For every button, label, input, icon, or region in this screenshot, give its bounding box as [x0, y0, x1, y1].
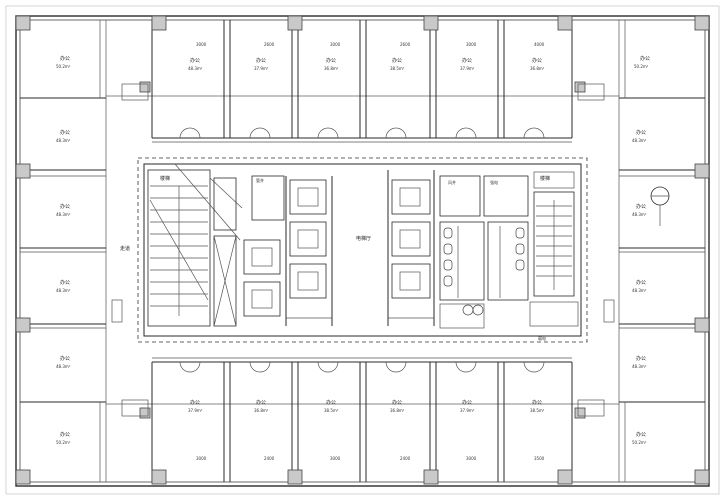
left-stair	[147, 163, 243, 327]
area-label: 36.8m²	[530, 66, 545, 71]
area-label: 37.9m²	[254, 66, 269, 71]
area-label: 36.8m²	[324, 66, 339, 71]
room-label: 办公	[640, 55, 650, 62]
shaft-label: 强电	[490, 179, 498, 185]
core-dashed-boundary	[137, 157, 588, 343]
stair-label: 楼梯	[160, 175, 170, 182]
room-label: 办公	[532, 57, 542, 64]
dimension-label: 3000	[466, 42, 477, 47]
exterior-wall-inner	[19, 19, 706, 483]
top-doors	[179, 127, 545, 139]
area-label: 37.9m²	[188, 408, 203, 413]
dimension-label: 4000	[534, 42, 545, 47]
area-label: 50.2m²	[56, 440, 71, 445]
core-outline	[143, 163, 582, 337]
area-labels: 48.3m² 37.9m² 36.8m² 38.5m² 37.9m² 36.8m…	[56, 64, 649, 445]
bottom-room-partitions	[151, 357, 573, 482]
drawing-border	[5, 5, 720, 495]
equipment-symbol	[650, 186, 670, 226]
area-label: 36.8m²	[254, 408, 269, 413]
room-label: 办公	[636, 129, 646, 136]
room-label: 办公	[636, 203, 646, 210]
bottom-doors	[179, 361, 545, 373]
dimension-label: 3500	[534, 456, 545, 461]
room-label: 办公	[326, 399, 336, 406]
room-label: 办公	[636, 355, 646, 362]
right-room-partitions	[619, 20, 705, 482]
shaft-labels: 管井 风井 强电 弱电	[256, 177, 546, 341]
corner-room-walls	[105, 20, 620, 482]
corridor-outline	[105, 95, 620, 405]
room-label: 办公	[256, 399, 266, 406]
exterior-wall-outer	[15, 15, 710, 487]
room-label: 办公	[462, 399, 472, 406]
area-label: 38.5m²	[530, 408, 545, 413]
room-label: 办公	[190, 399, 200, 406]
area-label: 48.3m²	[632, 364, 647, 369]
area-label: 48.3m²	[56, 288, 71, 293]
room-label: 办公	[60, 431, 70, 438]
dimension-label: 2600	[400, 42, 411, 47]
room-labels: 办公 办公 办公 办公 办公 办公 办公 办公 办公 办公 办公 办公 办公 办…	[60, 55, 650, 438]
corridor-openings	[111, 83, 615, 417]
lift-hall-label: 电梯厅	[356, 235, 371, 242]
area-label: 50.2m²	[634, 64, 649, 69]
room-label: 办公	[636, 279, 646, 286]
area-label: 48.3m²	[56, 364, 71, 369]
room-label: 办公	[60, 355, 70, 362]
stair-label: 楼梯	[540, 175, 550, 182]
restroom-fixtures	[443, 226, 525, 316]
shaft-label: 弱电	[538, 335, 546, 341]
dimension-label: 2600	[264, 42, 275, 47]
room-label: 办公	[190, 57, 200, 64]
dimension-label: 2400	[264, 456, 275, 461]
area-label: 37.9m²	[460, 66, 475, 71]
room-label: 办公	[392, 57, 402, 64]
area-label: 48.3m²	[56, 212, 71, 217]
dimension-label: 3000	[466, 456, 477, 461]
dimension-label: 3000	[196, 456, 207, 461]
room-label: 办公	[532, 399, 542, 406]
room-label: 办公	[392, 399, 402, 406]
area-label: 48.3m²	[632, 288, 647, 293]
shaft-label: 管井	[256, 177, 264, 183]
area-label: 48.3m²	[632, 212, 647, 217]
area-label: 48.3m²	[188, 66, 203, 71]
room-label: 办公	[256, 57, 266, 64]
dimension-label: 2400	[400, 456, 411, 461]
dimension-label: 3000	[196, 42, 207, 47]
room-label: 办公	[60, 203, 70, 210]
structural-columns	[15, 15, 710, 485]
dimension-label: 3000	[330, 456, 341, 461]
left-room-partitions	[20, 20, 106, 482]
area-label: 37.9m²	[460, 408, 475, 413]
area-label: 50.2m²	[632, 440, 647, 445]
dimension-label: 3000	[330, 42, 341, 47]
area-label: 48.3m²	[632, 138, 647, 143]
room-label: 办公	[60, 55, 70, 62]
area-label: 38.5m²	[390, 66, 405, 71]
area-label: 48.3m²	[56, 138, 71, 143]
left-elevator-bank	[243, 176, 333, 326]
left-shafts	[213, 175, 285, 327]
dimension-labels: 3000 2600 3000 2600 3000 4000 3000 2400 …	[196, 42, 545, 461]
room-label: 办公	[326, 57, 336, 64]
room-label: 办公	[636, 431, 646, 438]
right-elevator-bank	[387, 170, 435, 326]
top-room-partitions	[151, 20, 573, 143]
room-label: 办公	[60, 279, 70, 286]
shaft-label: 风井	[448, 179, 456, 185]
area-label: 36.8m²	[390, 408, 405, 413]
area-label: 38.5m²	[324, 408, 339, 413]
area-label: 50.2m²	[56, 64, 71, 69]
corridor-label: 走道	[120, 245, 130, 252]
room-label: 办公	[462, 57, 472, 64]
right-core-rooms	[439, 171, 579, 329]
room-label: 办公	[60, 129, 70, 136]
